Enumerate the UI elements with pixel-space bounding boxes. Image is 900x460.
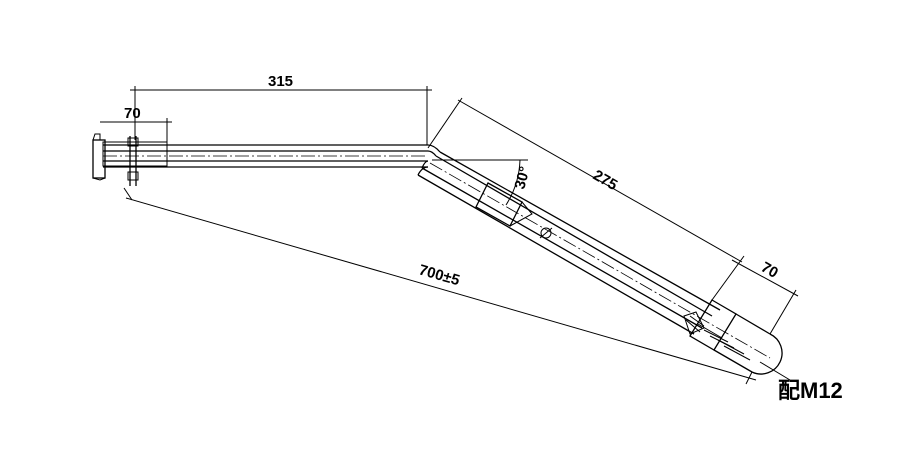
note-label: 配M12 [778, 378, 843, 403]
right-end-fitting [683, 299, 783, 385]
dim-overall: 700±5 [123, 187, 757, 381]
dim-right-70: 70 [731, 259, 799, 335]
dim-left-70-label: 70 [124, 105, 141, 122]
note-leader: 配M12 [759, 361, 843, 403]
angled-arm [417, 151, 771, 359]
straight-arm [103, 144, 428, 168]
left-end-fitting [92, 133, 168, 186]
dim-315: 315 [130, 73, 432, 145]
dim-275: 275 [427, 97, 745, 301]
dim-angle-label: 30° [511, 165, 533, 191]
dim-left-70: 70 [100, 105, 172, 142]
dim-315-label: 315 [268, 73, 293, 90]
dim-right-70-label: 70 [758, 259, 781, 282]
dim-overall-label: 700±5 [417, 262, 462, 290]
dim-angle: 30° [432, 159, 534, 206]
